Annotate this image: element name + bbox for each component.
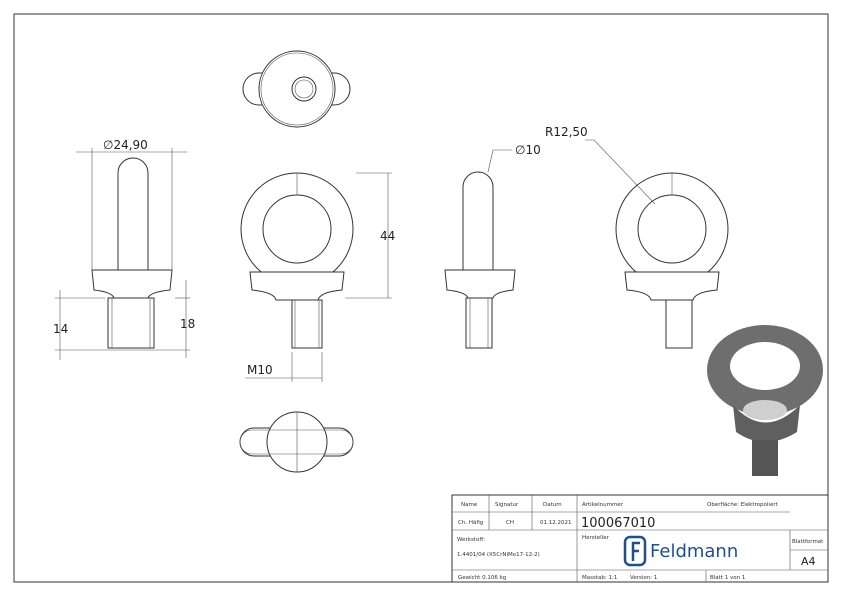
name-value: Ch. Häfig xyxy=(458,520,483,526)
bottom-view xyxy=(239,411,354,473)
logo-text: Feldmann xyxy=(650,541,738,562)
dim-ring-radius: R12,50 xyxy=(545,125,588,139)
werkstoff: 1.4401/04 (X5CrNiMo17-12-2) xyxy=(457,552,540,558)
side-view-right xyxy=(444,149,516,349)
front-view-right xyxy=(585,139,729,349)
massstab: Masstab: 1:1 xyxy=(582,575,617,581)
oberflaeche: Oberfläche: Elektropoliert xyxy=(707,502,779,508)
front-view xyxy=(240,172,392,382)
dim-collar-to-end: 18 xyxy=(180,317,195,331)
frame-border xyxy=(13,13,829,583)
blattformat: A4 xyxy=(801,555,816,568)
side-view-left xyxy=(55,148,190,360)
dim-collar-diameter: ∅24,90 xyxy=(103,138,148,152)
signatur-value: CH xyxy=(506,520,514,526)
isometric-render xyxy=(707,325,823,476)
hersteller-label: Hersteller xyxy=(582,535,610,541)
signatur-label: Signatur xyxy=(495,502,519,508)
gewicht: Gewicht 0.106 kg xyxy=(458,575,506,581)
datum-value: 01.12.2021 xyxy=(540,520,572,526)
blattformat-label: Blattformat xyxy=(792,539,824,545)
dim-ring-section: ∅10 xyxy=(515,143,541,157)
werkstoff-label: Werkstoff: xyxy=(457,537,485,543)
feldmann-logo: Feldmann xyxy=(623,535,738,567)
name-label: Name xyxy=(461,502,478,508)
datum-label: Datum xyxy=(543,502,562,508)
title-block: Name Signatur Datum Ch. Häfig CH 01.12.2… xyxy=(451,494,829,583)
dim-thread: M10 xyxy=(247,363,273,377)
dim-thread-length: 14 xyxy=(53,322,68,336)
version: Version: 1 xyxy=(630,575,657,581)
top-view xyxy=(242,50,351,128)
artikelnummer: 100067010 xyxy=(581,516,655,531)
blatt: Blatt 1 von 1 xyxy=(710,575,745,581)
dim-height: 44 xyxy=(380,229,395,243)
artikelnummer-label: Artikelnummer xyxy=(582,502,624,508)
